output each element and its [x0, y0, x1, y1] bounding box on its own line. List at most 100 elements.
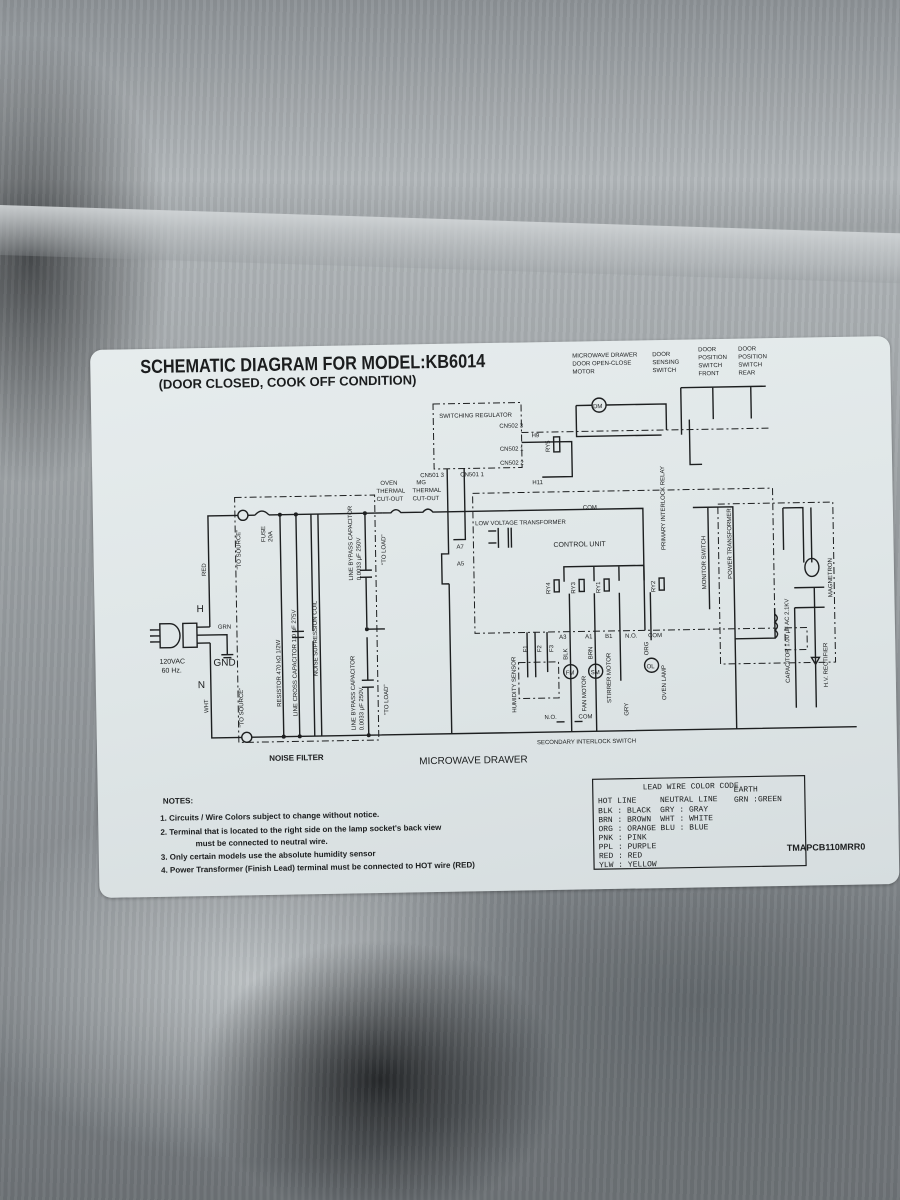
note-item: 2. Terminal that is located to the right… — [160, 823, 442, 837]
svg-text:BLU : BLUE: BLU : BLUE — [660, 823, 708, 833]
terminal-label: N.O. — [625, 633, 638, 639]
terminal-label: "TO SOURCE" — [236, 530, 243, 570]
fuse-rating: 20A — [268, 531, 274, 542]
mg-thermal-label: THERMAL — [412, 488, 441, 495]
terminal-label: B1 — [605, 634, 613, 640]
terminal-label: A3 — [559, 635, 567, 641]
terminal-label: "TO LOAD" — [384, 684, 391, 715]
svg-text:ORG : ORANGE: ORG : ORANGE — [598, 824, 656, 834]
connector-label: CN501 3 — [420, 473, 444, 479]
power-plug — [149, 622, 234, 659]
ground-label: GND — [213, 658, 235, 669]
terminal-label: A7 — [456, 544, 464, 550]
motor-symbols — [562, 657, 660, 680]
primary-interlock-relay-label: PRIMARY INTERLOCK RELAY — [660, 466, 667, 550]
supply-frequency: 60 Hz. — [162, 667, 182, 674]
svg-text:GRY : GRAY: GRY : GRAY — [660, 805, 708, 815]
bypass-capacitor-label: LINE BYPASS CAPACITOR — [348, 505, 355, 580]
mg-thermal-label: CUT-OUT — [413, 496, 440, 502]
notes: NOTES: 1. Circuits / Wire Colors subject… — [160, 796, 475, 875]
line-cross-capacitor-label: LINE CROSS CAPACITOR 1.0 μF 275V — [292, 609, 300, 716]
svg-text:DOOR: DOOR — [738, 346, 757, 352]
svg-text:SENSING: SENSING — [652, 360, 679, 366]
note-item: 3. Only certain models use the absolute … — [161, 849, 376, 862]
stirrer-motor-label: STIRRER MOTOR — [606, 652, 613, 703]
neutral-label: N — [198, 680, 205, 691]
capacitor-label: CAPACITOR 1.00 μF AC 2.1KV — [784, 599, 791, 683]
switching-regulator-label: SWITCHING REGULATOR — [439, 413, 513, 420]
oven-thermal-label: THERMAL — [376, 489, 405, 496]
svg-text:BRN : BROWN: BRN : BROWN — [598, 815, 651, 825]
svg-text:WHT : WHITE: WHT : WHITE — [660, 814, 713, 824]
connector-label: CN501 1 — [460, 472, 484, 478]
note-item: 1. Circuits / Wire Colors subject to cha… — [160, 810, 379, 823]
page-subtitle: (DOOR CLOSED, COOK OFF CONDITION) — [158, 372, 416, 391]
svg-text:YLW : YELLOW: YLW : YELLOW — [599, 860, 657, 870]
svg-text:NOTES:: NOTES: — [163, 796, 193, 806]
supply-voltage: 120VAC — [159, 658, 185, 665]
terminal-label: F1 — [523, 645, 529, 653]
relay-label: RY4 — [546, 582, 552, 594]
wire-label: WHT — [204, 699, 210, 713]
wire-label: RED — [202, 563, 208, 576]
svg-text:REAR: REAR — [738, 370, 755, 376]
oven-thermal-label: OVEN — [380, 481, 397, 487]
monitor-switch-label: MONITOR SWITCH — [701, 536, 708, 590]
note-item: must be connected to neutral wire. — [196, 837, 328, 848]
hv-rectifier-label: H.V. RECTIFIER — [823, 642, 830, 687]
noise-filter-box — [234, 494, 380, 743]
relay-label: RY3 — [571, 581, 577, 593]
secondary-interlock-label: SECONDARY INTERLOCK SWITCH — [537, 739, 636, 747]
svg-text:SWITCH: SWITCH — [738, 362, 762, 368]
svg-text:PPL : PURPLE: PPL : PURPLE — [599, 842, 657, 852]
noise-filter-label: NOISE FILTER — [269, 753, 324, 763]
microwave-drawer-label: MICROWAVE DRAWER — [419, 754, 528, 767]
magnetron-label: MAGNETRON — [828, 558, 835, 597]
wire-label: GRN — [218, 625, 231, 631]
relay-label: RY5 — [546, 440, 552, 452]
terminal-label: "TO SOURCE" — [239, 688, 246, 728]
svg-text:MOTOR: MOTOR — [572, 369, 595, 375]
connector-label: CN502 1 — [500, 446, 524, 452]
terminal-label: COM — [648, 633, 662, 639]
terminal-label: F3 — [549, 644, 555, 652]
svg-text:RED : RED: RED : RED — [599, 851, 643, 861]
terminal-label: H9 — [532, 433, 540, 439]
svg-text:LEAD WIRE COLOR CODE: LEAD WIRE COLOR CODE — [643, 782, 739, 793]
terminal-label: COM — [583, 505, 597, 511]
low-voltage-transformer-label: LOW VOLTAGE TRANSFORMER — [475, 520, 566, 528]
connector-label: CN502 3 — [499, 423, 523, 429]
svg-text:FRONT: FRONT — [698, 371, 719, 377]
bypass-capacitor-label: LINE BYPASS CAPACITOR — [350, 655, 357, 730]
svg-text:POSITION: POSITION — [698, 355, 727, 361]
part-number: TMAPCB110MRR0 — [787, 842, 866, 853]
terminal-label: H11 — [532, 480, 543, 486]
connector-label: CN502 2 — [500, 460, 524, 466]
wire-label: BLK — [563, 648, 569, 659]
svg-text:DOOR: DOOR — [652, 352, 671, 358]
svg-text:HOT LINE: HOT LINE — [598, 797, 637, 807]
wire-label: GRY — [624, 703, 630, 716]
switching-regulator-box — [432, 401, 523, 470]
terminal-label: COM — [578, 714, 592, 720]
wire-label: ORG — [644, 641, 650, 655]
terminal-label: A1 — [585, 634, 593, 640]
humidity-sensor-label: HUMIDITY SENSOR — [511, 656, 518, 713]
fuse-label: FUSE — [261, 526, 267, 542]
door-motor-label: DM — [593, 404, 602, 410]
hot-label: H — [196, 604, 203, 615]
svg-text:EARTH: EARTH — [734, 785, 758, 794]
power-transformer-box — [717, 501, 837, 665]
terminal-label: N.O. — [544, 715, 557, 721]
svg-text:POSITION: POSITION — [738, 354, 767, 360]
terminal-label: F2 — [537, 644, 543, 652]
magnetron-icon — [804, 557, 820, 578]
rectifier-icon — [810, 656, 821, 666]
terminal-label: A5 — [457, 561, 465, 567]
svg-text:SWITCH: SWITCH — [698, 363, 722, 369]
control-unit-label: CONTROL UNIT — [553, 541, 606, 549]
svg-text:DOOR OPEN-CLOSE: DOOR OPEN-CLOSE — [572, 361, 631, 368]
svg-text:GRN :GREEN: GRN :GREEN — [734, 795, 782, 805]
fan-motor-label: FAN MOTOR — [582, 675, 589, 711]
schematic-diagram: SCHEMATIC DIAGRAM FOR MODEL:KB6014 (DOOR… — [140, 346, 866, 875]
